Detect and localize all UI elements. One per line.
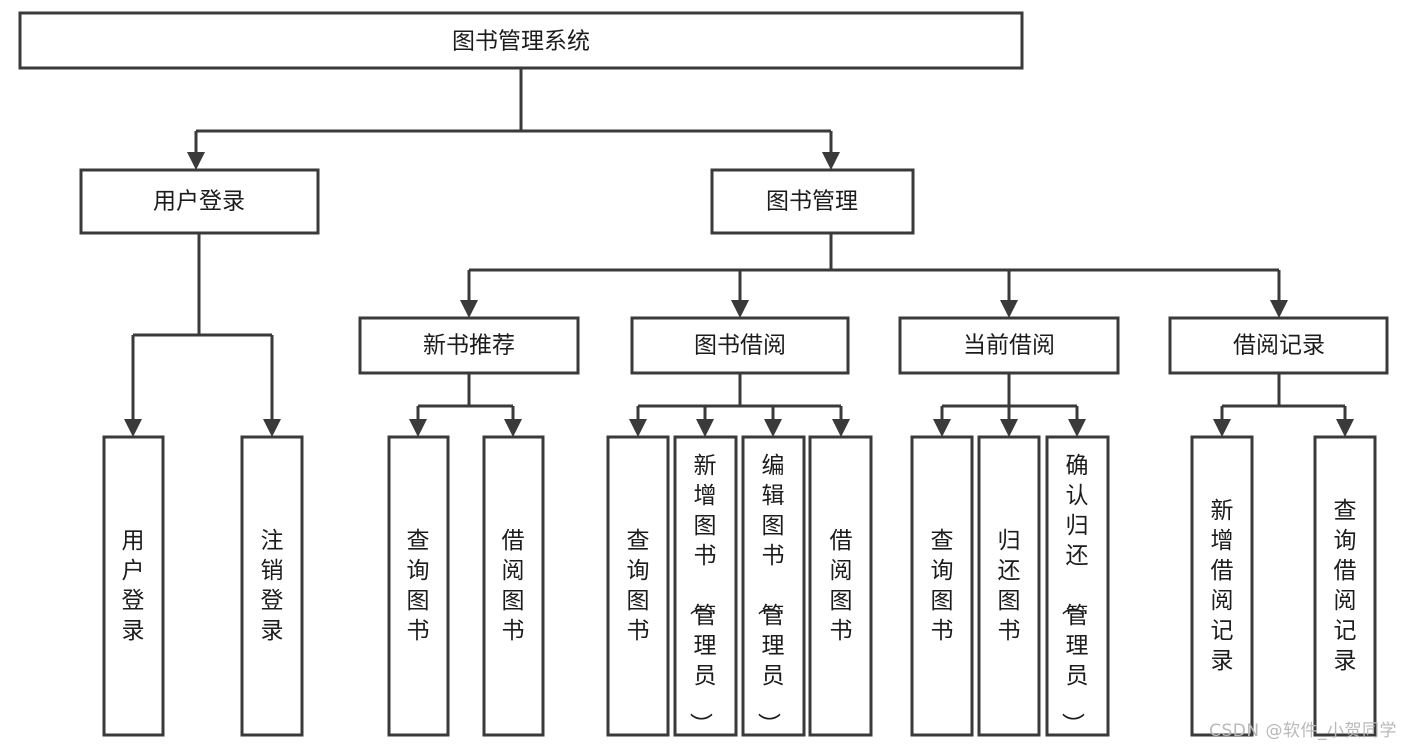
node-leaf-5-box[interactable] <box>606 435 670 737</box>
edge-group-borrow-to-leaves <box>629 373 850 437</box>
node-records-box[interactable] <box>1168 316 1389 375</box>
node-leaf-3-box[interactable] <box>387 435 450 737</box>
arrow-head-newbook-to-leaf-3 <box>409 419 427 437</box>
arrow-head-records-to-leaf-12 <box>1213 419 1231 437</box>
node-root-box[interactable] <box>18 11 1024 70</box>
edge-group-records-to-leaves <box>1213 373 1354 437</box>
node-newbook-label: 新书推荐 <box>423 333 515 359</box>
node-newbook-box[interactable] <box>358 316 580 375</box>
node-leaf-6[interactable]: 新增图书（管理员） <box>673 435 738 737</box>
node-leaf-11[interactable]: 确认归还（管理员） <box>1045 435 1110 737</box>
node-records-label: 借阅记录 <box>1233 333 1325 359</box>
node-leaf-5-label: 查询图书 <box>627 528 650 644</box>
node-borrow-box[interactable] <box>630 316 850 375</box>
node-leaf-6-label: 新增图书（管理员） <box>688 453 717 736</box>
arrow-head-records-to-leaf-13 <box>1336 419 1354 437</box>
node-leaf-3[interactable]: 查询图书 <box>387 435 450 737</box>
node-leaf-9-label: 查询图书 <box>931 528 954 644</box>
node-leaf-8-box[interactable] <box>808 435 873 737</box>
edge-group-newbook-to-leaves <box>409 373 522 437</box>
node-leaf-13[interactable]: 查询借阅记录 <box>1313 435 1377 737</box>
arrow-head-current-to-leaf-10 <box>1000 419 1018 437</box>
node-login-box[interactable] <box>79 168 320 235</box>
arrow-head-bookmgmt-to-borrow <box>731 300 749 318</box>
node-leaf-4-label: 借阅图书 <box>502 528 525 644</box>
node-leaf-1[interactable]: 用户登录 <box>102 435 165 737</box>
node-leaf-12[interactable]: 新增借阅记录 <box>1190 435 1254 737</box>
node-leaf-8[interactable]: 借阅图书 <box>808 435 873 737</box>
node-login-label: 用户登录 <box>153 189 245 215</box>
node-leaf-10[interactable]: 归还图书 <box>977 435 1041 737</box>
node-leaf-2-box[interactable] <box>240 435 304 737</box>
node-current-label: 当前借阅 <box>963 333 1055 359</box>
node-leaf-4-box[interactable] <box>482 435 545 737</box>
node-leaf-10-label: 归还图书 <box>998 528 1021 644</box>
node-leaf-13-box[interactable] <box>1313 435 1377 737</box>
edge-group-root-to-level2 <box>187 68 840 170</box>
node-newbook[interactable]: 新书推荐 <box>358 316 580 375</box>
edge-group-login-to-leaves <box>124 233 281 437</box>
node-borrow[interactable]: 图书借阅 <box>630 316 850 375</box>
node-leaf-7-box[interactable] <box>741 435 806 737</box>
node-leaf-12-label: 新增借阅记录 <box>1211 498 1234 674</box>
arrow-head-bookmgmt-to-records <box>1270 300 1288 318</box>
node-root[interactable]: 图书管理系统 <box>18 11 1024 70</box>
node-leaf-4[interactable]: 借阅图书 <box>482 435 545 737</box>
node-leaf-11-label: 确认归还（管理员） <box>1060 453 1089 736</box>
arrow-head-current-to-leaf-9 <box>933 419 951 437</box>
node-leaf-10-box[interactable] <box>977 435 1041 737</box>
node-bookmgmt-box[interactable] <box>710 168 915 235</box>
node-leaf-9-box[interactable] <box>910 435 974 737</box>
arrow-head-bookmgmt-to-newbook <box>460 300 478 318</box>
node-leaf-13-label: 查询借阅记录 <box>1334 498 1357 674</box>
node-bookmgmt-label: 图书管理 <box>766 189 858 215</box>
arrow-head-newbook-to-leaf-4 <box>504 419 522 437</box>
node-current[interactable]: 当前借阅 <box>898 316 1120 375</box>
node-bookmgmt[interactable]: 图书管理 <box>710 168 915 235</box>
node-borrow-label: 图书借阅 <box>694 333 786 359</box>
arrow-head-borrow-to-leaf-7 <box>764 419 782 437</box>
node-leaf-8-label: 借阅图书 <box>830 528 853 644</box>
node-current-box[interactable] <box>898 316 1120 375</box>
node-leaf-7-label: 编辑图书（管理员） <box>756 453 785 736</box>
node-records[interactable]: 借阅记录 <box>1168 316 1389 375</box>
arrow-head-borrow-to-leaf-8 <box>832 419 850 437</box>
node-leaf-2-label: 注销登录 <box>261 528 284 644</box>
node-leaf-7[interactable]: 编辑图书（管理员） <box>741 435 806 737</box>
node-login[interactable]: 用户登录 <box>79 168 320 235</box>
node-leaf-12-box[interactable] <box>1190 435 1254 737</box>
arrow-head-borrow-to-leaf-5 <box>629 419 647 437</box>
node-leaf-1-box[interactable] <box>102 435 165 737</box>
node-leaf-1-label: 用户登录 <box>122 528 145 644</box>
arrow-head-bookmgmt-to-current <box>1000 300 1018 318</box>
node-root-label: 图书管理系统 <box>452 29 590 55</box>
edge-group-bookmgmt-to-level3 <box>460 233 1288 318</box>
arrow-head-login-to-leaf-1 <box>124 419 142 437</box>
node-leaf-11-box[interactable] <box>1045 435 1110 737</box>
arrow-head-login-to-leaf-2 <box>263 419 281 437</box>
node-leaf-6-box[interactable] <box>673 435 738 737</box>
node-leaf-5[interactable]: 查询图书 <box>606 435 670 737</box>
node-leaf-3-label: 查询图书 <box>407 528 430 644</box>
arrow-head-root-to-bookmgmt <box>822 152 840 170</box>
node-leaf-2[interactable]: 注销登录 <box>240 435 304 737</box>
arrow-head-borrow-to-leaf-6 <box>696 419 714 437</box>
arrow-head-current-to-leaf-11 <box>1068 419 1086 437</box>
arrow-head-root-to-login <box>187 152 205 170</box>
edge-group-current-to-leaves <box>933 373 1086 437</box>
node-leaf-9[interactable]: 查询图书 <box>910 435 974 737</box>
